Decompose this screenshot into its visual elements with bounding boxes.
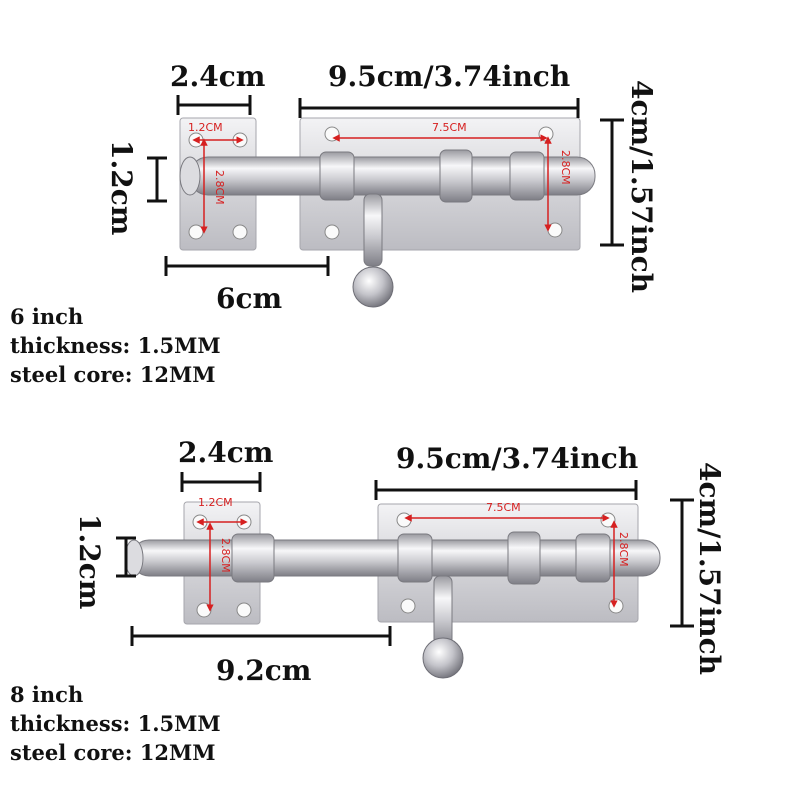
bolt-handle <box>422 575 464 679</box>
height-label: 4cm/1.57inch <box>693 462 726 675</box>
large-hole-spacing-label: 7.5CM <box>486 501 521 514</box>
steel-core-label: steel core: 12MM <box>10 740 216 765</box>
product-6-inch: 1.2CM 2.8CM 7.5CM 2.8CM <box>10 60 658 389</box>
size-label: 6 inch <box>10 304 84 329</box>
bolt-rod <box>124 531 661 585</box>
bolt-latch-8-inch-drawing: 1.2CM 2.8CM 7.5CM 2.8CM <box>73 436 726 687</box>
bolt-extension-label: 6cm <box>216 282 282 315</box>
bolt-rod <box>179 149 596 203</box>
plate-width-label: 2.4cm <box>178 436 273 469</box>
small-plate-hole-annotations: 1.2CM 2.8CM <box>188 121 244 234</box>
bolt-extension-label: 9.2cm <box>216 654 311 687</box>
small-hole-spacing-label: 1.2CM <box>198 496 233 509</box>
product-8-inch: 1.2CM 2.8CM 7.5CM 2.8CM <box>0 400 800 800</box>
spec-list: 8 inch thickness: 1.5MM steel core: 12MM <box>10 680 221 767</box>
large-hole-vertical-spacing-label: 2.8CM <box>559 150 572 185</box>
bolt-handle <box>352 193 394 308</box>
main-plate-hole-annotations: 7.5CM 2.8CM <box>404 501 630 608</box>
bolt-diameter-label: 1.2cm <box>105 140 138 235</box>
dimension-lines <box>116 472 694 646</box>
height-label: 4cm/1.57inch <box>625 80 658 293</box>
body-length-label: 9.5cm/3.74inch <box>328 60 570 93</box>
large-hole-vertical-spacing-label: 2.8CM <box>617 532 630 567</box>
thickness-label: thickness: 1.5MM <box>10 333 221 358</box>
dimension-lines <box>147 95 624 276</box>
small-plate-hole-annotations: 1.2CM 2.8CM <box>196 496 248 612</box>
bolt-diameter-label: 1.2cm <box>73 514 106 609</box>
small-hole-vertical-spacing-label: 2.8CM <box>213 170 226 205</box>
thickness-label: thickness: 1.5MM <box>10 711 221 736</box>
bolt-latch-6-inch-drawing: 1.2CM 2.8CM 7.5CM 2.8CM <box>105 60 658 315</box>
plate-width-label: 2.4cm <box>170 60 265 93</box>
small-hole-spacing-label: 1.2CM <box>188 121 223 134</box>
main-plate-hole-annotations: 7.5CM 2.8CM <box>332 121 572 232</box>
size-label: 8 inch <box>10 682 84 707</box>
spec-list: 6 inch thickness: 1.5MM steel core: 12MM <box>10 302 221 389</box>
steel-core-label: steel core: 12MM <box>10 362 216 387</box>
body-length-label: 9.5cm/3.74inch <box>396 442 638 475</box>
large-hole-spacing-label: 7.5CM <box>432 121 467 134</box>
small-hole-vertical-spacing-label: 2.8CM <box>219 538 232 573</box>
